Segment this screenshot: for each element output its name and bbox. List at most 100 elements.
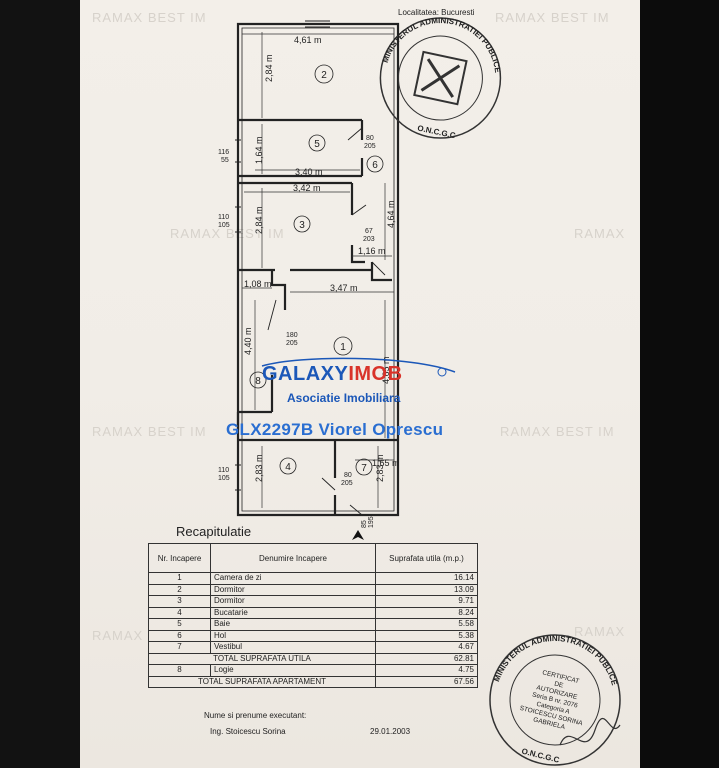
room-number-8: 8 (255, 376, 261, 387)
dim-r2-height: 2,84 m (264, 54, 274, 82)
table-header-row: Nr. Incapere Denumire Incapere Suprafata… (148, 543, 478, 573)
room-number-1: 1 (340, 342, 346, 353)
windows (235, 20, 330, 491)
cell-number: 3 (148, 595, 211, 608)
signature (559, 717, 621, 746)
cell-area: 5.58 (375, 618, 478, 631)
cell-number: 8 (148, 664, 211, 677)
cell-number: 4 (148, 606, 211, 619)
photo-background-left (0, 0, 80, 768)
cell-name: Dormitor (210, 583, 376, 596)
cell-name: Bucatarie (210, 606, 376, 619)
dim-r7-height: 2,83 m (375, 454, 385, 482)
entrance-arrow (352, 530, 364, 540)
opening-top: 67 (365, 228, 373, 235)
room-markers: 2 5 6 3 1 8 4 7 (249, 64, 384, 476)
cell-area: 4.75 (375, 664, 478, 677)
cell-name: Camera de zi (210, 572, 376, 585)
logo-subtitle: Asociatie Imobiliara (287, 391, 401, 405)
watermark: RAMAX (574, 226, 625, 241)
logo-part2: IMOB (348, 363, 403, 385)
cell-area: 13.09 (375, 583, 478, 596)
total-useful-label: TOTAL SUPRAFATA UTILA (148, 652, 376, 665)
opening-bottom: 195 (368, 516, 375, 528)
stamp-line: DE (554, 680, 565, 689)
opening-top: 116 (218, 149, 229, 156)
stamp-bottom-text: O.N.C.G.C (521, 747, 561, 765)
cell-area: 4.67 (375, 641, 478, 654)
room-number-4: 4 (285, 462, 291, 473)
room-number-7: 7 (361, 463, 367, 474)
cell-area: 8.24 (375, 606, 478, 619)
cell-area: 16.14 (375, 572, 478, 585)
opening-top: 110 (218, 467, 229, 474)
walls (236, 22, 400, 517)
cell-name: Logie (210, 664, 376, 677)
watermark: RAMAX BEST IM (170, 226, 285, 241)
executor-label: Nume si prenume executant: (204, 711, 307, 720)
dim-r1-width: 3,47 m (330, 283, 358, 293)
dimension-lines (242, 32, 394, 508)
dim-r4-height: 2,83 m (254, 454, 264, 482)
cell-number: 1 (148, 572, 211, 585)
logo-part1: GALAXY (262, 363, 349, 385)
watermark: RAMAX (92, 628, 143, 643)
opening-top: 110 (218, 214, 229, 221)
official-stamp-top: MINISTERUL ADMINISTRATIEI PUBLICE O.N.C.… (379, 4, 511, 140)
cell-name: Vestibul (210, 641, 376, 654)
watermark: RAMAX BEST IM (500, 424, 615, 439)
recap-table: Nr. Incapere Denumire Incapere Suprafata… (148, 543, 478, 688)
total-useful-value: 62.81 (375, 652, 478, 665)
locality-label: Localitatea: Bucuresti (398, 8, 475, 17)
opening-bottom: 105 (218, 222, 230, 229)
document-date: 29.01.2003 (370, 727, 411, 736)
watermark: RAMAX BEST IM (92, 10, 207, 25)
cell-name: Baie (210, 618, 376, 631)
dim-top-width: 4,61 m (294, 35, 322, 45)
total-apartment-value: 67.56 (375, 675, 478, 688)
dim-r3-width: 3,42 m (293, 183, 321, 193)
doors (267, 127, 386, 516)
column-header: Nr. Incapere (148, 543, 211, 573)
opening-bottom: 205 (364, 143, 376, 150)
room-number-6: 6 (372, 160, 378, 171)
room-number-2: 2 (321, 70, 327, 81)
listing-reference: GLX2297B Viorel Oprescu (226, 420, 444, 439)
opening-bottom: 205 (341, 480, 353, 487)
room-number-3: 3 (299, 220, 305, 231)
dim-r5-width: 3,40 m (295, 167, 323, 177)
cell-name: Hol (210, 629, 376, 642)
cell-area: 5.38 (375, 629, 478, 642)
dim-bottom-width: 1,65 m (372, 458, 400, 468)
registered-mark-icon (437, 367, 447, 377)
dim-r1-height: 4,65 m (381, 356, 391, 384)
cell-number: 5 (148, 618, 211, 631)
photo-background-right (640, 0, 719, 768)
dim-r8-height: 4,40 m (243, 327, 253, 355)
cell-area: 9.71 (375, 595, 478, 608)
logo-swoosh (261, 357, 456, 373)
recap-title: Recapitulatie (176, 524, 252, 539)
total-apartment-label: TOTAL SUPRAFATA APARTAMENT (148, 675, 376, 688)
coat-of-arms-icon (413, 50, 468, 106)
opening-top: 80 (366, 135, 374, 142)
column-header: Denumire Incapere (210, 543, 376, 573)
opening-top: 85 (361, 520, 368, 528)
opening-labels: 80 205 116 55 110 105 67 203 180 205 110… (218, 135, 376, 528)
column-header: Suprafata utila (m.p.) (375, 543, 478, 573)
opening-bottom: 203 (363, 236, 375, 243)
opening-top: 180 (286, 332, 298, 339)
executor-name: Ing. Stoicescu Sorina (210, 727, 286, 736)
cell-name: Dormitor (210, 595, 376, 608)
dim-r3-height: 2,84 m (254, 206, 264, 234)
